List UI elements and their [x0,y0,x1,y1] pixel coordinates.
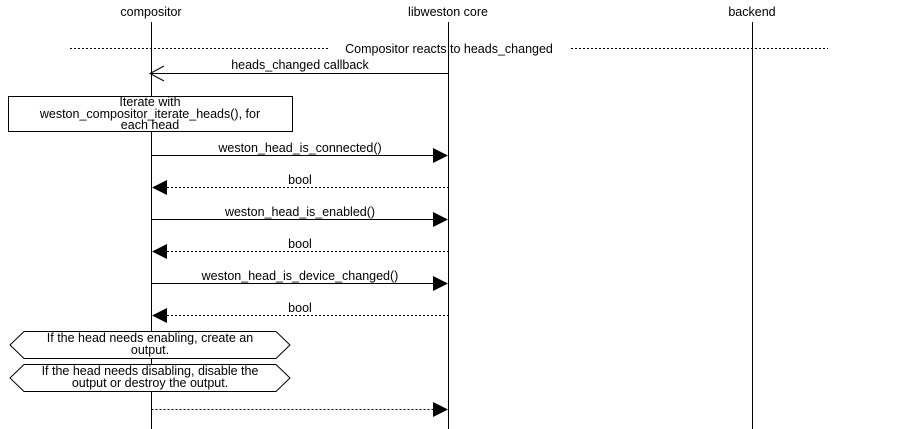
arrowhead-open-left-heads-changed-callback [148,65,165,82]
note-disable-head-line-2: output or destroy the output. [72,376,228,390]
arrowhead-filled-left-weston-head-is-device-changed-return [152,308,167,323]
arrowhead-filled-right-weston-head-is-enabled [433,212,448,227]
message-label-heads-changed-callback: heads_changed callback [231,58,369,72]
note-iterate-heads-line-1: Iterate with [119,95,180,109]
message-label-weston-head-is-enabled: weston_head_is_enabled() [224,205,375,219]
message-weston-head-is-device-changed-return: bool [152,301,449,323]
message-label-weston-head-is-enabled-return: bool [288,237,312,251]
message-label-weston-head-is-connected: weston_head_is_connected() [217,141,381,155]
message-weston-head-is-enabled-return: bool [152,237,449,259]
message-label-weston-head-is-device-changed-return: bool [288,301,312,315]
note-enable-head-line-2: output. [131,343,169,357]
message-label-weston-head-is-connected-return: bool [288,173,312,187]
message-weston-head-is-connected-return: bool [152,173,449,195]
message-weston-head-is-device-changed: weston_head_is_device_changed() [151,269,448,291]
message-label-weston-head-is-device-changed: weston_head_is_device_changed() [201,269,399,283]
arrowhead-filled-left-weston-head-is-enabled-return [152,244,167,259]
lifelines-group [151,22,753,429]
arrowhead-filled-right-weston-head-is-connected [433,148,448,163]
arrowhead-filled-right-weston-head-is-device-changed [433,276,448,291]
note-enable-head-line-1: If the head needs enabling, create an [47,331,253,345]
separator-heads-changed: Compositor reacts to heads_changed [70,42,828,56]
note-iterate-heads-line-3: each head [121,118,179,132]
message-weston-head-is-connected: weston_head_is_connected() [151,141,448,163]
message-weston-head-is-enabled: weston_head_is_enabled() [151,205,448,227]
note-disable-head: If the head needs disabling, disable the… [9,364,291,392]
message-final [151,402,448,417]
note-enable-head-hexagon [9,331,291,359]
note-iterate-heads-line-2: weston_compositor_iterate_heads(), for [39,107,260,121]
actor-label-backend: backend [728,5,775,19]
separator-label: Compositor reacts to heads_changed [345,42,553,56]
arrowhead-filled-left-weston-head-is-connected-return [152,180,167,195]
message-heads-changed-callback: heads_changed callback [148,58,449,82]
actor-label-compositor: compositor [120,5,181,19]
note-disable-head-hexagon [9,364,291,392]
note-iterate-heads-box [8,96,293,132]
actor-headers-group: compositor libweston core backend [120,5,775,19]
note-iterate-heads: Iterate with weston_compositor_iterate_h… [8,95,293,132]
note-disable-head-line-1: If the head needs disabling, disable the [42,364,259,378]
actor-label-libweston-core: libweston core [408,5,488,19]
note-enable-head: If the head needs enabling, create an ou… [9,331,291,359]
arrowhead-filled-right-final [433,402,448,417]
